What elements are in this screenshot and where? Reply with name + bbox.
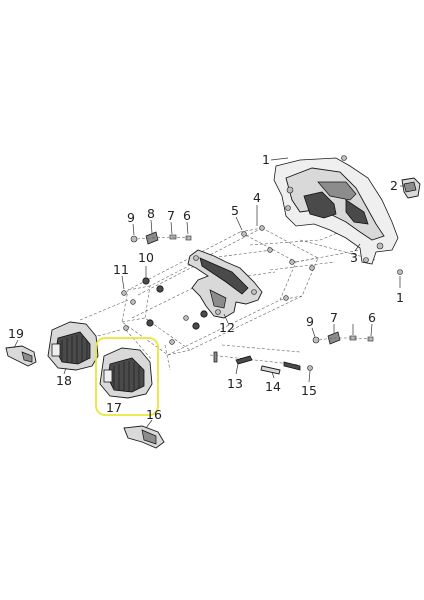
- callout-6-right: 6: [368, 310, 376, 325]
- small-bracket-part-2: [401, 177, 421, 199]
- callout-7-right: 7: [330, 310, 338, 325]
- callout-labels: 1 2 3 4 5 6 7 8 9 10 11 12 9 7 7 6 1 13 …: [8, 152, 404, 422]
- fan-unit-part-17: [99, 347, 153, 399]
- callout-1-bottom: 1: [396, 290, 404, 305]
- callout-2: 2: [390, 178, 398, 193]
- connector-part-19: [5, 345, 37, 367]
- grid-fasteners: [121, 225, 315, 345]
- main-bracket-part-3: [273, 157, 399, 265]
- clip-set-right: [312, 331, 374, 345]
- pins-parts-13-15: [213, 351, 313, 375]
- callout-10: 10: [138, 250, 154, 265]
- callout-13: 13: [227, 376, 243, 391]
- fan-fins-17: [113, 361, 140, 391]
- fan-fins-18: [61, 335, 88, 363]
- callout-8: 8: [147, 206, 155, 221]
- callout-19: 19: [8, 326, 24, 341]
- callout-5: 5: [231, 203, 239, 218]
- alignment-guides: [63, 227, 396, 371]
- fan-unit-part-18: [47, 321, 99, 371]
- callout-11: 11: [113, 262, 129, 277]
- callout-18: 18: [56, 373, 72, 388]
- callout-16: 16: [146, 407, 162, 422]
- highlight-box-part-17: [95, 337, 159, 416]
- leader-lines: [13, 157, 404, 429]
- callout-7-left: 7: [167, 208, 175, 223]
- callout-1-top: 1: [262, 152, 270, 167]
- callout-15: 15: [301, 383, 317, 398]
- connector-part-16: [123, 425, 165, 449]
- callout-9-right: 9: [306, 314, 314, 329]
- callout-6-left: 6: [183, 208, 191, 223]
- mounting-plate-part-12: [187, 249, 263, 319]
- callout-3: 3: [350, 250, 358, 265]
- bolts-part-1: [285, 155, 403, 275]
- callout-4: 4: [253, 190, 261, 205]
- clip-set-left: [130, 231, 192, 245]
- callout-14: 14: [265, 379, 281, 394]
- callout-17: 17: [106, 400, 122, 415]
- callout-9-left: 9: [127, 210, 135, 225]
- callout-12: 12: [219, 320, 235, 335]
